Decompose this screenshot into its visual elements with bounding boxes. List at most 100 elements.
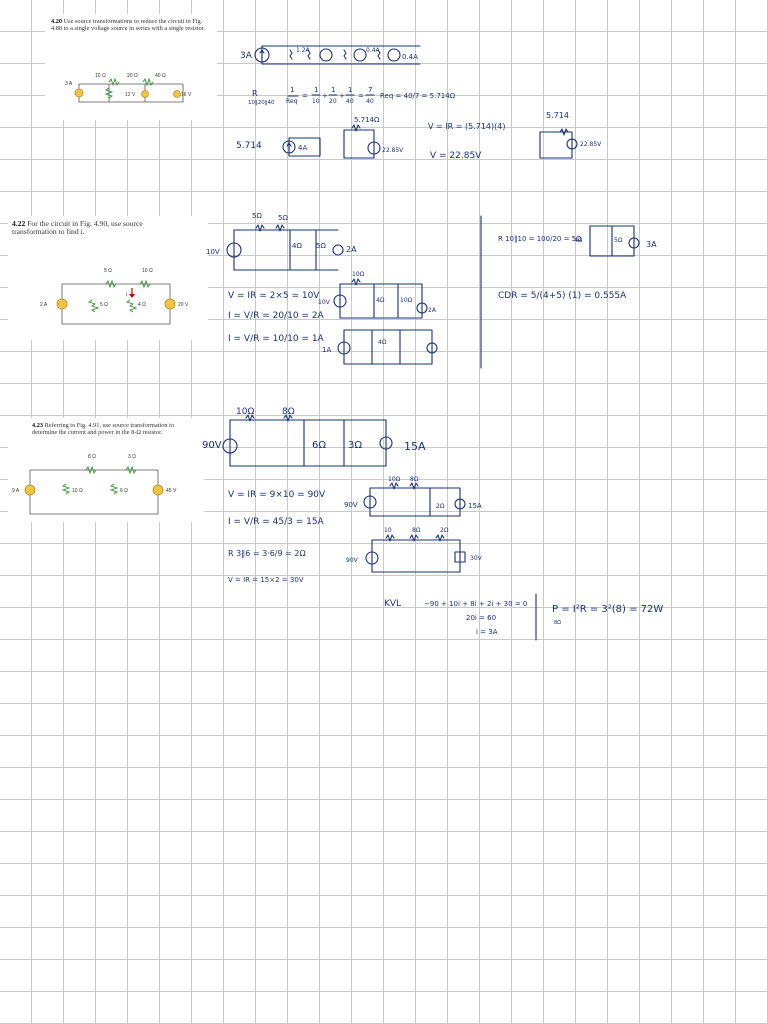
fig488-label-3: 20 Ω	[127, 73, 138, 79]
fig490-label-6: 4 Ω	[138, 302, 146, 308]
fig490-label-1: 5 Ω	[104, 268, 112, 274]
problem-422-text: 4.22 For the circuit in Fig. 4.90, use s…	[12, 219, 188, 237]
fig491-label-2: 3 Ω	[128, 454, 136, 460]
p423-kvl: KVL −90 + 10i + 8i + 2i + 30 = 0 20i = 6…	[384, 593, 663, 641]
figure-491-circuit: 8 Ω 3 Ω 9 A 10 Ω 6 Ω 45 V	[12, 454, 177, 515]
p420-mid-5714: 5.714	[236, 141, 262, 151]
fig488-label-1: 3 A	[65, 81, 73, 87]
p422-right-5: 5Ω	[614, 237, 623, 244]
p423-mid-8b: 8Ω	[412, 527, 421, 534]
p420-req-n3: 1	[348, 86, 352, 94]
p420-final-v: 22.85V	[580, 141, 602, 148]
p422-right-3a: 3A	[646, 240, 657, 249]
fig491-label-3: 9 A	[12, 488, 20, 494]
p422-top-2a: 2A	[346, 245, 357, 254]
p420-req-d3: 40	[346, 98, 354, 105]
p423-kvl-eq2: 20i = 60	[466, 614, 496, 622]
p423-eq-1: V = IR = 9×10 = 90V	[228, 490, 326, 500]
p422-top-5b: 5Ω	[278, 214, 288, 222]
p420-mid-4a: 4A	[298, 144, 307, 152]
p422-top-10v: 10V	[206, 248, 220, 256]
figure-490-circuit: 5 Ω 10 Ω 2 A 5 Ω i 4 Ω 20 V	[40, 268, 189, 325]
p422-mid-2a: 2A	[428, 307, 437, 314]
problem-423-card: 4.23 Referring to Fig. 4.91, use source …	[8, 418, 204, 522]
p423-power: P = I²R = 3²(8) = 72W	[552, 604, 663, 615]
p423-top-90v: 90V	[202, 440, 222, 451]
p423-kvl-eq: −90 + 10i + 8i + 2i + 30 = 0	[424, 600, 527, 608]
p422-mid-4: 4Ω	[376, 297, 385, 304]
figure-488-circuit: 3 A 10 Ω 20 Ω 40 Ω 12 V 16 V	[65, 73, 192, 103]
p420-req-n4: 7	[368, 86, 372, 94]
p420-req-eq: =	[358, 92, 364, 100]
p423-mid-2b: 2Ω	[440, 527, 449, 534]
p420-req-one: 1	[290, 86, 294, 94]
p422-mid-1a: 1A	[322, 346, 331, 354]
problem-423-text: 4.23 Referring to Fig. 4.91, use source …	[32, 422, 192, 436]
p420-v-result: V = 22.85V	[430, 151, 482, 161]
problem-422-number: 4.22	[12, 219, 26, 228]
p423-top-10: 10Ω	[236, 407, 254, 417]
p420-req-n2: 1	[331, 86, 335, 94]
p422-top-5a: 5Ω	[252, 212, 262, 220]
fig490-label-2: 10 Ω	[142, 268, 153, 274]
p420-top-04a-2: 0.4A	[402, 53, 418, 61]
problem-420-statement: Use source transformations to reduce the…	[51, 18, 206, 32]
p420-top-12a: 1.2A	[296, 47, 311, 54]
fig491-label-6: 45 V	[166, 488, 177, 494]
p422-equations: V = IR = 2×5 = 10V I = V/R = 20/10 = 2A …	[228, 291, 325, 344]
p420-req-d4: 40	[366, 98, 374, 105]
p423-power-sub: 8Ω	[554, 620, 561, 626]
p423-equations: V = IR = 9×10 = 90V I = V/R = 45/3 = 15A…	[228, 490, 326, 584]
p423-top-6: 6Ω	[312, 440, 326, 451]
p420-req-par: 10‖20‖40	[248, 100, 275, 106]
p422-eq-3: I = V/R = 10/10 = 1A	[228, 334, 325, 344]
p420-final-sketch: 5.714 22.85V	[539, 111, 602, 159]
p423-sketch-mid: 10Ω 8Ω 90V 2Ω 15A 10 8Ω 2Ω 90V 30V	[344, 476, 483, 573]
p420-req-d1: 10	[312, 98, 320, 105]
p423-kvl-result: i = 3A	[476, 628, 498, 636]
p420-top-3a: 3A	[240, 51, 253, 61]
p423-mid-90v: 90V	[344, 501, 358, 509]
p423-top-3: 3Ω	[348, 440, 362, 451]
p420-req-equation: R 10‖20‖40 1 Req = 1 10 + 1 20 + 1 40 = …	[248, 86, 456, 106]
problem-423-statement: Referring to Fig. 4.91, use source trans…	[32, 422, 175, 436]
p420-mid-r: 5.714Ω	[354, 116, 380, 124]
p423-mid-8: 8Ω	[410, 476, 419, 483]
p423-sketch-top: 10Ω 8Ω 90V 6Ω 3Ω 15A	[202, 407, 426, 467]
problem-423-number: 4.23	[32, 422, 44, 429]
problem-420-card: 4.20 Use source transformations to reduc…	[45, 14, 217, 120]
fig490-label-3: 2 A	[40, 302, 48, 308]
p423-eq-2: I = V/R = 45/3 = 15A	[228, 517, 325, 527]
problem-420-text: 4.20 Use source transformations to reduc…	[51, 18, 211, 32]
fig490-label-4: 5 Ω	[100, 302, 108, 308]
p423-eq-3: R 3‖6 = 3·6/9 = 2Ω	[228, 549, 306, 558]
p420-v-eq: V = IR = (5.714)(4)	[428, 122, 505, 131]
p423-top-15a: 15A	[404, 440, 426, 453]
fig488-label-6: 16 V	[181, 92, 192, 98]
p423-mid-90v-b: 90V	[346, 557, 359, 564]
p422-mid-10v: 10V	[318, 299, 331, 306]
p423-eq-4: V = IR = 15×2 = 30V	[228, 576, 304, 584]
p422-right-r: R 10‖10 = 100/20 = 5Ω	[498, 235, 582, 243]
p420-req-d2: 20	[329, 98, 337, 105]
p420-req-result: Req = 40/7 = 5.714Ω	[380, 92, 456, 100]
p420-req-plus2: +	[339, 92, 345, 100]
p420-top-04a-1: 0.4A	[366, 47, 381, 54]
p422-eq-1: V = IR = 2×5 = 10V	[228, 291, 320, 301]
fig488-label-4: 40 Ω	[155, 73, 166, 79]
p422-mid-10b: 10Ω	[400, 297, 413, 304]
p423-mid-2: 2Ω	[436, 503, 445, 510]
svg-text:=: =	[302, 92, 308, 100]
problem-422-card: 4.22 For the circuit in Fig. 4.90, use s…	[8, 216, 208, 340]
p422-right-4: 4Ω	[574, 237, 583, 244]
p420-req-n1: 1	[314, 86, 318, 94]
fig491-label-1: 8 Ω	[88, 454, 96, 460]
p422-mid-10: 10Ω	[352, 271, 365, 278]
p422-right: R 10‖10 = 100/20 = 5Ω 4Ω 5Ω 3A CDR = 5/(…	[498, 225, 657, 301]
p420-final-r: 5.714	[546, 111, 569, 120]
p422-top-4: 4Ω	[292, 242, 302, 250]
problem-420-number: 4.20	[51, 18, 63, 25]
p422-sketch-top: 5Ω 5Ω 10V 4Ω 5Ω 2A	[206, 212, 357, 271]
p420-req-r: R	[252, 89, 258, 98]
